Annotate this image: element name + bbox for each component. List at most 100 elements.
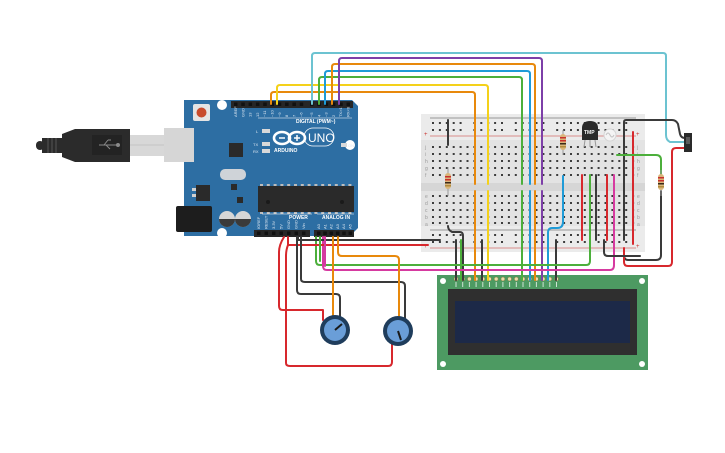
- breadboard-hole[interactable]: [445, 241, 448, 243]
- breadboard-hole[interactable]: [432, 167, 434, 169]
- breadboard-hole[interactable]: [452, 122, 455, 124]
- breadboard-hole[interactable]: [549, 195, 552, 197]
- breadboard-hole[interactable]: [466, 209, 469, 211]
- breadboard-hole[interactable]: [535, 129, 538, 131]
- breadboard-hole[interactable]: [494, 234, 497, 236]
- breadboard-hole[interactable]: [625, 146, 628, 148]
- breadboard-hole[interactable]: [597, 129, 600, 131]
- breadboard-hole[interactable]: [501, 241, 503, 243]
- breadboard-hole[interactable]: [611, 216, 614, 218]
- breadboard-hole[interactable]: [514, 129, 517, 131]
- breadboard-hole[interactable]: [501, 202, 503, 204]
- switch-lever[interactable]: [686, 137, 690, 144]
- breadboard-hole[interactable]: [549, 222, 552, 224]
- breadboard-hole[interactable]: [501, 146, 503, 148]
- digital-pin-13[interactable]: [248, 102, 253, 107]
- breadboard-hole[interactable]: [542, 195, 545, 197]
- breadboard-hole[interactable]: [535, 209, 538, 211]
- breadboard-hole[interactable]: [625, 202, 628, 204]
- breadboard-hole[interactable]: [452, 146, 455, 148]
- breadboard-hole[interactable]: [570, 160, 572, 162]
- breadboard-hole[interactable]: [556, 129, 559, 131]
- breadboard-hole[interactable]: [438, 234, 441, 236]
- lcd-pin[interactable]: [514, 276, 519, 282]
- breadboard-hole[interactable]: [570, 122, 572, 124]
- breadboard-hole[interactable]: [459, 209, 462, 211]
- breadboard-hole[interactable]: [432, 153, 434, 155]
- breadboard-hole[interactable]: [611, 160, 614, 162]
- breadboard-hole[interactable]: [501, 195, 503, 197]
- breadboard-hole[interactable]: [432, 122, 434, 124]
- breadboard-hole[interactable]: [618, 209, 621, 211]
- breadboard-hole[interactable]: [494, 195, 497, 197]
- breadboard-hole[interactable]: [590, 146, 593, 148]
- breadboard-hole[interactable]: [590, 222, 593, 224]
- breadboard-hole[interactable]: [618, 167, 621, 169]
- breadboard-hole[interactable]: [507, 153, 510, 155]
- breadboard-hole[interactable]: [438, 202, 441, 204]
- breadboard-hole[interactable]: [549, 160, 552, 162]
- breadboard-hole[interactable]: [432, 160, 434, 162]
- breadboard-hole[interactable]: [459, 202, 462, 204]
- breadboard-hole[interactable]: [445, 160, 448, 162]
- breadboard-hole[interactable]: [542, 167, 545, 169]
- breadboard-hole[interactable]: [590, 160, 593, 162]
- breadboard-hole[interactable]: [507, 216, 510, 218]
- power-pin-IOREF[interactable]: [257, 231, 261, 236]
- breadboard-hole[interactable]: [507, 222, 510, 224]
- breadboard-hole[interactable]: [583, 160, 586, 162]
- breadboard-hole[interactable]: [570, 234, 572, 236]
- breadboard-hole[interactable]: [611, 153, 614, 155]
- breadboard-hole[interactable]: [459, 174, 462, 176]
- breadboard-hole[interactable]: [604, 241, 607, 243]
- breadboard-hole[interactable]: [438, 209, 441, 211]
- breadboard-hole[interactable]: [452, 209, 455, 211]
- breadboard-hole[interactable]: [570, 241, 572, 243]
- breadboard-hole[interactable]: [494, 129, 497, 131]
- breadboard-hole[interactable]: [570, 209, 572, 211]
- breadboard-hole[interactable]: [432, 146, 434, 148]
- breadboard-hole[interactable]: [438, 222, 441, 224]
- breadboard-hole[interactable]: [556, 122, 559, 124]
- lcd-display[interactable]: [437, 275, 648, 370]
- digital-pin-11[interactable]: [263, 102, 267, 107]
- breadboard-hole[interactable]: [507, 209, 510, 211]
- breadboard-hole[interactable]: [576, 234, 579, 236]
- breadboard-hole[interactable]: [556, 209, 559, 211]
- breadboard-hole[interactable]: [535, 153, 538, 155]
- breadboard-hole[interactable]: [452, 160, 455, 162]
- breadboard-hole[interactable]: [549, 167, 552, 169]
- breadboard-hole[interactable]: [583, 216, 586, 218]
- breadboard-hole[interactable]: [514, 216, 517, 218]
- digital-pin-6[interactable]: [299, 102, 304, 107]
- breadboard-hole[interactable]: [597, 122, 600, 124]
- breadboard-hole[interactable]: [576, 146, 579, 148]
- breadboard-hole[interactable]: [590, 209, 593, 211]
- breadboard-hole[interactable]: [445, 129, 448, 131]
- breadboard-hole[interactable]: [432, 216, 434, 218]
- breadboard-hole[interactable]: [576, 129, 579, 131]
- breadboard-hole[interactable]: [501, 167, 503, 169]
- breadboard-hole[interactable]: [445, 209, 448, 211]
- breadboard-hole[interactable]: [604, 222, 607, 224]
- breadboard-hole[interactable]: [556, 146, 559, 148]
- breadboard-hole[interactable]: [611, 174, 614, 176]
- breadboard-hole[interactable]: [590, 153, 593, 155]
- digital-pin-GND[interactable]: [241, 102, 245, 107]
- breadboard-hole[interactable]: [542, 146, 545, 148]
- breadboard-hole[interactable]: [611, 202, 614, 204]
- breadboard-hole[interactable]: [432, 209, 434, 211]
- breadboard-hole[interactable]: [480, 129, 483, 131]
- breadboard-hole[interactable]: [604, 122, 607, 124]
- breadboard-hole[interactable]: [445, 167, 448, 169]
- slide-switch[interactable]: [684, 133, 692, 152]
- breadboard-hole[interactable]: [618, 129, 621, 131]
- analog-pin-A4[interactable]: [342, 231, 346, 236]
- breadboard-hole[interactable]: [625, 129, 628, 131]
- breadboard-hole[interactable]: [452, 241, 455, 243]
- breadboard-hole[interactable]: [618, 195, 621, 197]
- breadboard-hole[interactable]: [590, 174, 593, 176]
- breadboard-hole[interactable]: [514, 202, 517, 204]
- lcd-pin[interactable]: [493, 276, 499, 282]
- breadboard-hole[interactable]: [583, 234, 586, 236]
